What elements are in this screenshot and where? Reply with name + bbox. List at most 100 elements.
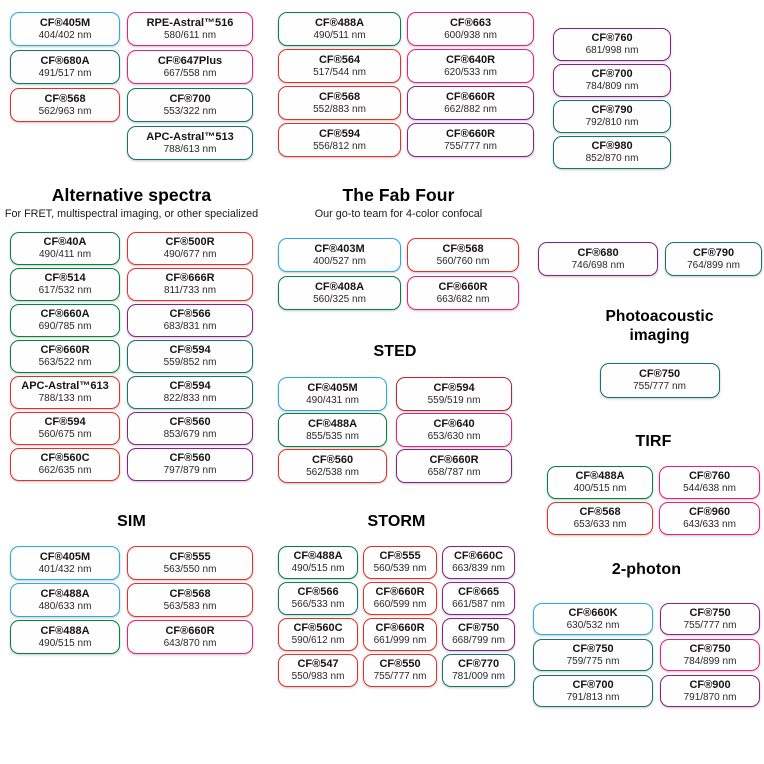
section-header: STORM: [278, 512, 515, 546]
dye-wavelengths: 855/535 nm: [306, 430, 359, 442]
dye-name: CF®405M: [39, 16, 91, 29]
dye-name: CF®566: [297, 586, 339, 598]
dye-name: RPE-Astral™516: [146, 16, 234, 29]
dye-name: CF®660R: [375, 586, 425, 598]
dye-wavelengths: 663/839 nm: [452, 563, 505, 574]
section-header: TIRF: [547, 432, 760, 466]
dye-name: CF®594: [169, 380, 211, 392]
dye-wavelengths: 791/870 nm: [683, 691, 737, 703]
dye-wavelengths: 662/882 nm: [444, 103, 497, 115]
dye-wavelengths: 797/879 nm: [163, 465, 217, 476]
dye-name: CF®555: [169, 550, 211, 563]
dye-name: CF®488A: [575, 470, 625, 482]
dye-wavelengths: 563/583 nm: [163, 600, 217, 612]
dye-wavelengths: 490/677 nm: [163, 249, 217, 260]
dye-name: CF®564: [318, 53, 361, 66]
dye-name: CF®566: [169, 308, 211, 320]
dye-wavelengths: 550/983 nm: [291, 671, 345, 682]
dye-name: CF®790: [692, 246, 735, 259]
dye-name: CF®560C: [293, 622, 343, 634]
dye-wavelengths: 662/635 nm: [38, 465, 92, 476]
dye-wavelengths: 620/533 nm: [444, 66, 497, 78]
dye-wavelengths: 755/777 nm: [633, 381, 686, 392]
dye-wavelengths: 560/760 nm: [436, 255, 490, 267]
section-header: STED: [278, 342, 512, 377]
dye-wavelengths: 853/679 nm: [163, 429, 217, 440]
dye-name: CF®663: [449, 16, 492, 29]
dye-name: CF®403M: [314, 242, 365, 255]
dye-wavelengths: 811/733 nm: [163, 285, 217, 296]
dye-wavelengths: 630/532 nm: [566, 619, 620, 631]
dye-wavelengths: 668/799 nm: [452, 635, 505, 646]
dye-name: CF®408A: [314, 280, 365, 293]
dye-name: CF®700: [591, 68, 633, 80]
dye-name: CF®660R: [438, 280, 488, 293]
section-alternative-spectra: Alternative spectra For FRET, multispect…: [5, 185, 258, 481]
dye-wavelengths: 404/402 nm: [38, 29, 92, 41]
dye-wavelengths: 617/532 nm: [38, 285, 92, 296]
dye-wavelengths: 791/813 nm: [566, 691, 620, 703]
dye-wavelengths: 559/519 nm: [427, 394, 481, 406]
dye-wavelengths: 580/611 nm: [163, 29, 217, 41]
dye-name: CF®665: [457, 586, 500, 598]
dye-name: CF®900: [689, 678, 731, 691]
dye-name: APC-Astral™613: [21, 380, 109, 392]
dye-name: CF®750: [689, 606, 731, 619]
section-title: The Fab Four: [342, 185, 455, 205]
dye-wavelengths: 653/633 nm: [573, 519, 627, 530]
dye-wavelengths: 781/009 nm: [452, 671, 505, 682]
dye-wavelengths: 490/515 nm: [291, 563, 345, 574]
dye-wavelengths: 681/998 nm: [585, 45, 639, 56]
dye-name: CF®750: [572, 642, 614, 655]
dye-name: CF®760: [688, 470, 731, 482]
dye-wavelengths: 764/899 nm: [687, 259, 740, 271]
dye-name: CF®40A: [43, 236, 87, 248]
section-title: 2-photon: [611, 561, 682, 578]
dye-wavelengths: 755/777 nm: [444, 140, 497, 152]
dye-name: CF®680: [577, 246, 619, 259]
dye-name: CF®568: [169, 587, 211, 600]
dye-name: CF®560C: [40, 452, 90, 464]
